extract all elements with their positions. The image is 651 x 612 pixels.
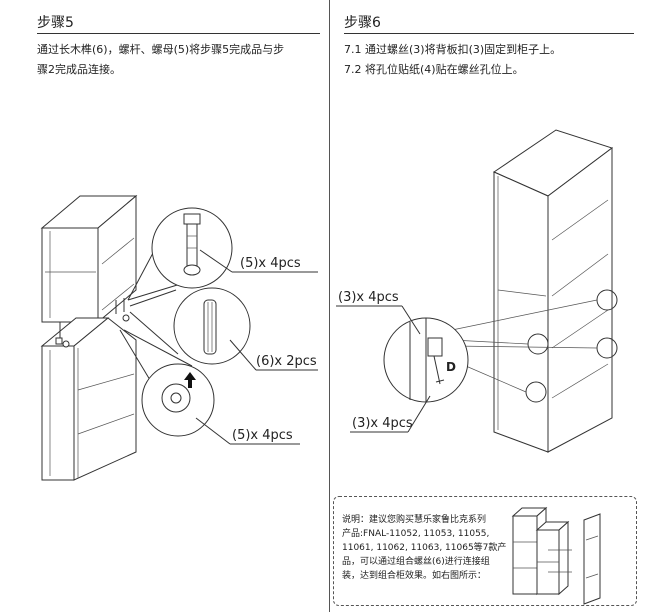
note-line3: 11061, 11062, 11063, 11065等7款产 (342, 543, 507, 553)
step6-title-rule (344, 33, 634, 34)
step6-callout-screw-top: (3)x 4pcs (338, 290, 399, 305)
step5-callout-dowel: (6)x 2pcs (256, 354, 317, 369)
step6-callout-screw-bottom: (3)x 4pcs (352, 416, 413, 431)
step5-callout-bolt: (5)x 4pcs (240, 256, 301, 271)
note-line5: 装，达到组合柜效果。如右图所示： (342, 571, 487, 581)
note-line4: 品，可以通过组合螺丝(6)进行连接组 (342, 557, 490, 567)
step6-title: 步骤6 (344, 15, 381, 31)
dowel-callout (129, 287, 318, 371)
tall-cabinet-back (492, 129, 614, 453)
upper-cabinet (40, 194, 138, 324)
note-box (333, 496, 637, 606)
cam-nut-callout (119, 329, 300, 445)
screw-detail-callout (336, 305, 469, 433)
step5-title: 步骤5 (37, 15, 74, 31)
step5-instruction-line1: 通过长木榫(6)，螺杆、螺母(5)将步骤5完成品与步 (37, 43, 285, 56)
step5-title-rule (37, 33, 320, 34)
page-divider (329, 0, 330, 612)
bolt-callout (127, 207, 318, 301)
dowel-markers (55, 298, 130, 348)
note-line1: 说明：建议您购买慧乐家鲁比克系列 (342, 515, 487, 525)
step5-callout-cam-nut: (5)x 4pcs (232, 428, 293, 443)
step6-instruction-line1: 7.1 通过螺丝(3)将背板扣(3)固定到柜子上。 (344, 43, 562, 56)
step5-instruction-line2: 骤2完成品连接。 (37, 63, 121, 76)
note-line2: 产品:FNAL-11052, 11053, 11055, (342, 529, 490, 539)
step6-instruction-line2: 7.2 将孔位贴纸(4)贴在螺丝孔位上。 (344, 63, 524, 76)
step6-marker-d: D (446, 360, 456, 374)
